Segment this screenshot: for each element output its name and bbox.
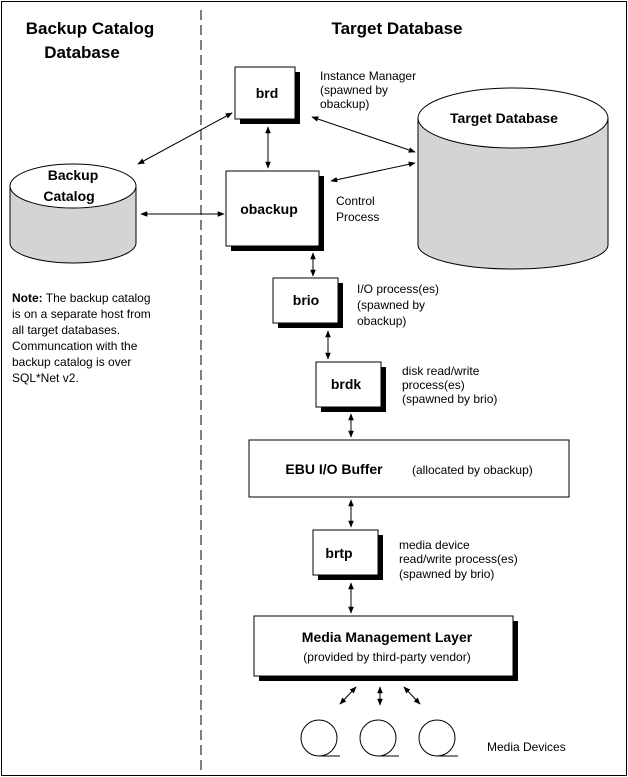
header-backup-catalog-line2: Database: [44, 43, 120, 62]
header-backup-catalog-line1: Backup Catalog: [26, 19, 154, 38]
arrow-obackup-targetdb: [330, 161, 416, 183]
brtp-desc-line2: read/write process(es): [399, 552, 518, 566]
brd-desc-line3: obackup): [320, 97, 369, 111]
media-device-2: [359, 719, 399, 757]
brio-desc-line3: obackup): [357, 314, 406, 328]
note-line1-rest: The backup catalog: [43, 291, 151, 305]
obackup-desc-line1: Control: [336, 194, 375, 208]
arrow-mml-device1: [339, 686, 357, 705]
header-target-database: Target Database: [331, 19, 462, 38]
arrow-catalog-brd: [137, 112, 233, 165]
note-line4: Communcation with the: [12, 339, 138, 353]
media-device-3: [418, 719, 458, 757]
backup-catalog-database: Backup Catalog: [9, 163, 137, 264]
mml-label-line1: Media Management Layer: [302, 629, 473, 645]
media-management-layer-box: Media Management Layer (provided by thir…: [253, 615, 518, 681]
obackup-desc-line2: Process: [336, 210, 379, 224]
backup-catalog-label-line1: Backup: [48, 167, 99, 183]
arrow-brd-targetdb: [311, 116, 416, 153]
note-bold-prefix: Note:: [12, 291, 43, 305]
brd-desc-line2: (spawned by: [320, 83, 388, 97]
brdk-process-box: brdk: [315, 361, 386, 412]
note-line6: SQL*Net v2.: [12, 371, 79, 385]
brio-process-box: brio: [272, 277, 343, 328]
note-block: Note: The backup catalog is on a separat…: [12, 291, 151, 385]
brd-process-box: brd: [234, 66, 300, 124]
brio-desc-line2: (spawned by: [357, 298, 425, 312]
brd-label: brd: [256, 85, 279, 101]
brtp-label: brtp: [325, 545, 352, 561]
brio-label: brio: [293, 292, 319, 308]
target-database: Target Database: [417, 87, 609, 270]
target-database-label: Target Database: [450, 110, 558, 126]
brtp-process-box: brtp: [312, 529, 383, 580]
ebu-buffer-desc: (allocated by obackup): [412, 463, 533, 477]
note-line1: Note: The backup catalog: [12, 291, 151, 305]
brdk-desc-line1: disk read/write: [402, 364, 480, 378]
note-line5: backup catalog is over: [12, 355, 131, 369]
note-line2: is on a separate host from: [12, 307, 151, 321]
ebu-io-buffer-box: EBU I/O Buffer (allocated by obackup): [248, 439, 570, 498]
brdk-label: brdk: [331, 376, 362, 392]
brtp-desc-line1: media device: [399, 538, 470, 552]
media-device-1: [300, 719, 340, 757]
brdk-desc-line3: (spawned by brio): [402, 392, 497, 406]
obackup-process-box: obackup: [225, 170, 324, 251]
media-devices-label: Media Devices: [487, 740, 566, 754]
brd-desc-line1: Instance Manager: [320, 69, 416, 83]
ebu-buffer-label: EBU I/O Buffer: [285, 461, 383, 477]
obackup-label: obackup: [240, 201, 298, 217]
backup-catalog-label-line2: Catalog: [43, 188, 94, 204]
arrow-mml-device3: [403, 686, 421, 705]
mml-label-line2: (provided by third-party vendor): [303, 650, 470, 664]
brio-desc-line1: I/O process(es): [357, 282, 439, 296]
brtp-desc-line3: (spawned by brio): [399, 567, 494, 581]
brdk-desc-line2: process(es): [402, 378, 465, 392]
note-line3: all target databases.: [12, 323, 120, 337]
